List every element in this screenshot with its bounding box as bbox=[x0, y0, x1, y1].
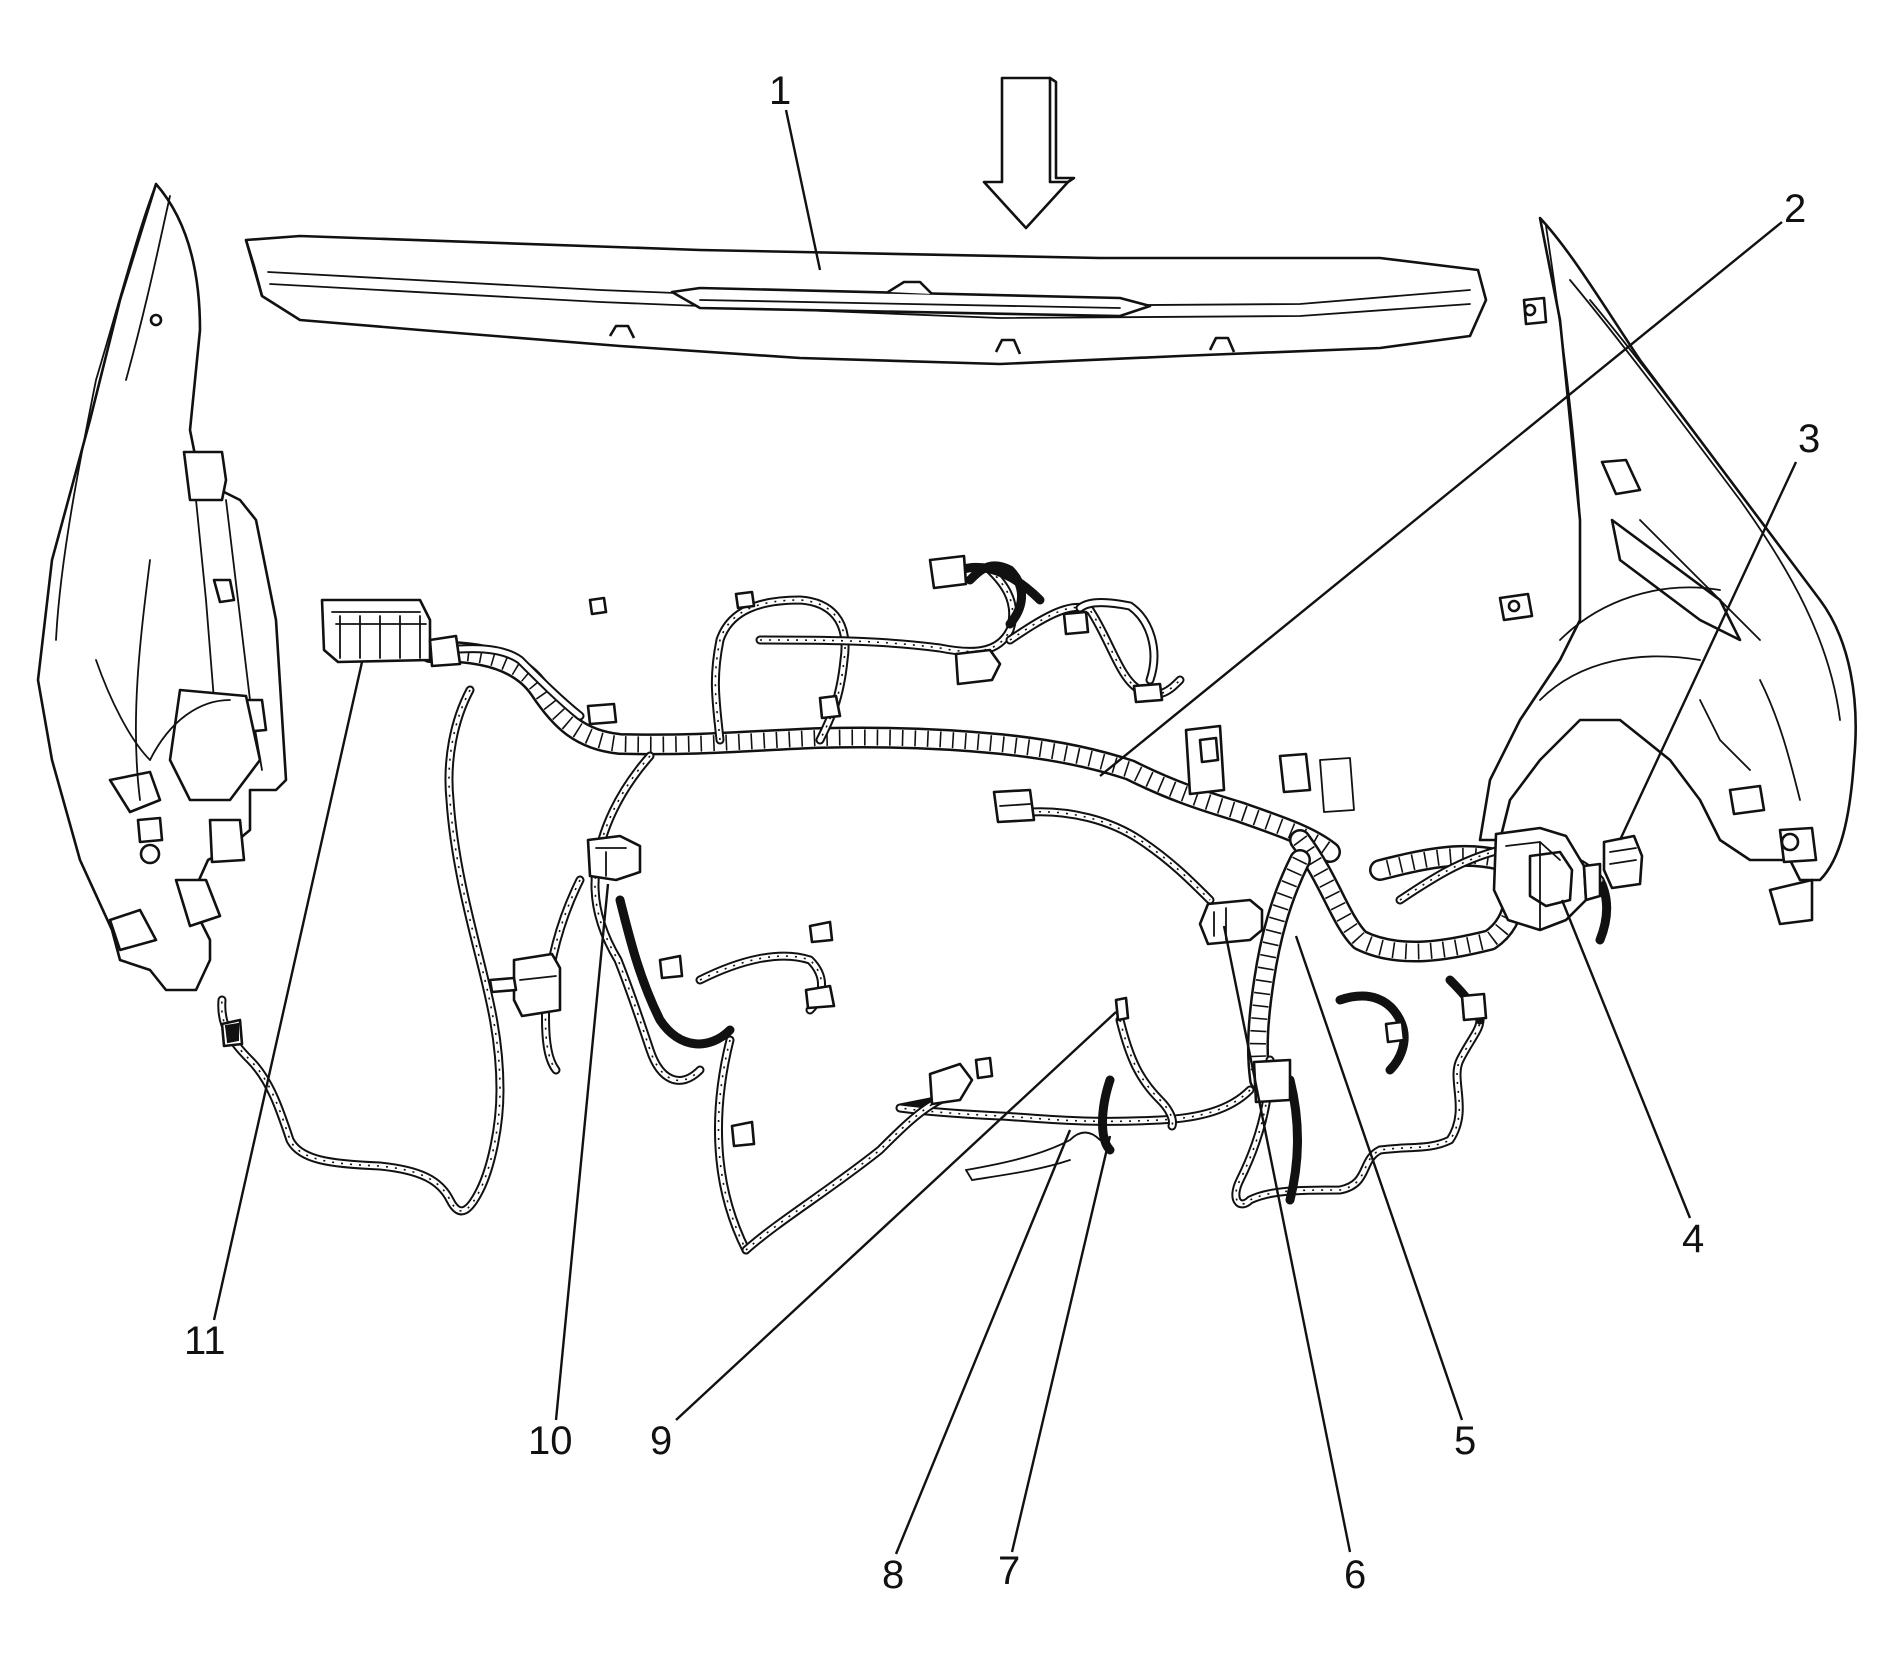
upper-trim-panel bbox=[244, 234, 1488, 366]
leader-10 bbox=[554, 883, 610, 1421]
connector-3 bbox=[1602, 834, 1644, 890]
callout-1: 1 bbox=[769, 69, 791, 113]
leader-7 bbox=[1010, 1135, 1112, 1553]
leader-3 bbox=[1618, 461, 1798, 841]
connector-10 bbox=[586, 834, 642, 882]
leader-1 bbox=[784, 109, 822, 271]
callout-10: 10 bbox=[528, 1419, 573, 1463]
leader-6 bbox=[1222, 925, 1352, 1553]
leader-4 bbox=[1560, 899, 1692, 1219]
connector-6 bbox=[1198, 898, 1264, 946]
upper-connectors bbox=[586, 554, 1355, 824]
callout-5: 5 bbox=[1454, 1419, 1476, 1463]
down-arrow-icon bbox=[982, 76, 1076, 230]
relay-connector bbox=[488, 952, 562, 1018]
right-fender bbox=[1478, 216, 1857, 926]
callout-8: 8 bbox=[882, 1553, 904, 1597]
leader-9 bbox=[675, 1011, 1117, 1421]
callout-11: 11 bbox=[184, 1319, 226, 1363]
leader-lines bbox=[212, 109, 1798, 1555]
callout-9: 9 bbox=[650, 1419, 672, 1463]
connector-4-module bbox=[1492, 826, 1602, 932]
leader-2 bbox=[1099, 221, 1783, 777]
lower-connectors bbox=[220, 920, 1488, 1148]
leader-8 bbox=[894, 1129, 1072, 1555]
left-fender bbox=[36, 182, 288, 992]
callout-3: 3 bbox=[1798, 417, 1820, 461]
callout-4: 4 bbox=[1682, 1217, 1704, 1261]
leader-5 bbox=[1294, 935, 1464, 1421]
callout-7: 7 bbox=[998, 1549, 1020, 1593]
leader-11 bbox=[212, 661, 364, 1321]
callout-6: 6 bbox=[1344, 1553, 1366, 1597]
callout-2: 2 bbox=[1784, 187, 1806, 231]
callout-labels: 1 2 3 4 5 6 7 8 9 10 11 bbox=[184, 69, 1820, 1597]
connector-11-fuse-block bbox=[320, 598, 462, 668]
engine-wiring-harness bbox=[217, 561, 1612, 1255]
